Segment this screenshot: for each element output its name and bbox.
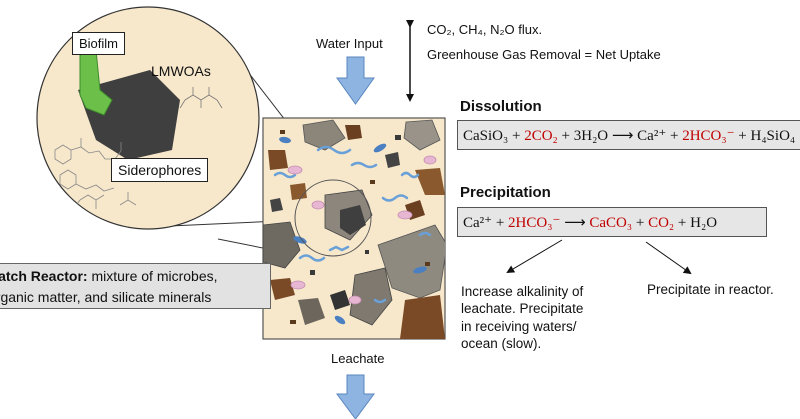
zoom-region-circle — [294, 179, 372, 257]
microbe — [290, 280, 306, 290]
gas-flux-label: CO₂, CH₄, N₂O flux. — [427, 22, 543, 37]
microbe — [413, 266, 427, 274]
alkalinity-outcome-text: Increase alkalinity of leachate. Precipi… — [461, 284, 584, 351]
batch-reactor-vessel — [262, 117, 446, 340]
mineral-grain — [263, 221, 301, 269]
precipitation-equation: Ca²⁺ + 2HCO₃⁻ ⟶ CaCO₃ + CO₂ + H₂O — [457, 207, 767, 237]
lmwoas-label: LMWOAs — [151, 63, 211, 79]
biofilm-shape — [79, 49, 113, 116]
organic-matter — [415, 168, 445, 195]
biofilm-label: Biofilm — [72, 32, 126, 55]
inset-magnified-view — [36, 6, 260, 230]
precipitation-title: Precipitation — [460, 184, 551, 201]
microbe — [423, 155, 437, 165]
organic-matter — [290, 183, 307, 200]
siderophores-label: Siderophores — [111, 158, 209, 182]
mineral-grain — [270, 198, 283, 212]
mineral-grain — [340, 205, 366, 235]
outcome-arrow-alkalinity — [506, 239, 563, 274]
microbe — [298, 254, 326, 262]
microbe — [373, 143, 387, 153]
dissolution-equation: CaSiO₃ + 2CO₂ + 3H₂O ⟶ Ca²⁺ + 2HCO₃⁻ + H… — [457, 120, 800, 150]
microbe — [328, 245, 350, 252]
organic-matter — [270, 278, 295, 300]
batch-reactor-desc-line1: mixture of microbes, — [87, 268, 218, 284]
microbe — [381, 194, 409, 202]
microbe — [279, 136, 291, 144]
microbe — [348, 295, 362, 305]
water-input-arrow — [336, 56, 375, 105]
mineral-grain — [330, 290, 350, 310]
water-input-label: Water Input — [316, 36, 383, 51]
batch-reactor-label: Batch Reactor: mixture of microbes, orga… — [0, 263, 271, 309]
batch-reactor-title: Batch Reactor: — [0, 268, 88, 284]
microbe — [418, 231, 432, 237]
microbe — [400, 171, 420, 179]
mineral-grain — [385, 152, 400, 168]
organic-matter — [268, 150, 288, 170]
organic-matter — [345, 125, 362, 140]
microbe — [311, 200, 325, 210]
lmwoa-molecule — [179, 87, 223, 109]
outcome-arrow-reactor — [645, 241, 692, 275]
leachate-arrow — [336, 374, 375, 419]
mineral-grain — [302, 119, 346, 151]
microbe — [273, 171, 297, 179]
reactor-precipitate-text: Precipitate in reactor. — [647, 282, 774, 297]
microbe — [350, 161, 378, 169]
microbe — [334, 315, 346, 325]
microbe — [397, 210, 413, 220]
leachate-label: Leachate — [331, 351, 385, 366]
mineral-grain — [349, 267, 393, 326]
ghg-removal-label: Greenhouse Gas Removal = Net Uptake — [427, 47, 661, 62]
batch-reactor-desc-line2: organic matter, and silicate minerals — [0, 289, 212, 305]
mineral-grain — [377, 224, 445, 299]
dissolution-title: Dissolution — [460, 98, 542, 115]
mineral-grain — [298, 298, 325, 325]
mineral-grain — [403, 119, 441, 151]
microbe — [287, 165, 303, 175]
microbe — [373, 298, 387, 304]
organic-matter — [400, 295, 445, 339]
microbe — [316, 145, 352, 155]
